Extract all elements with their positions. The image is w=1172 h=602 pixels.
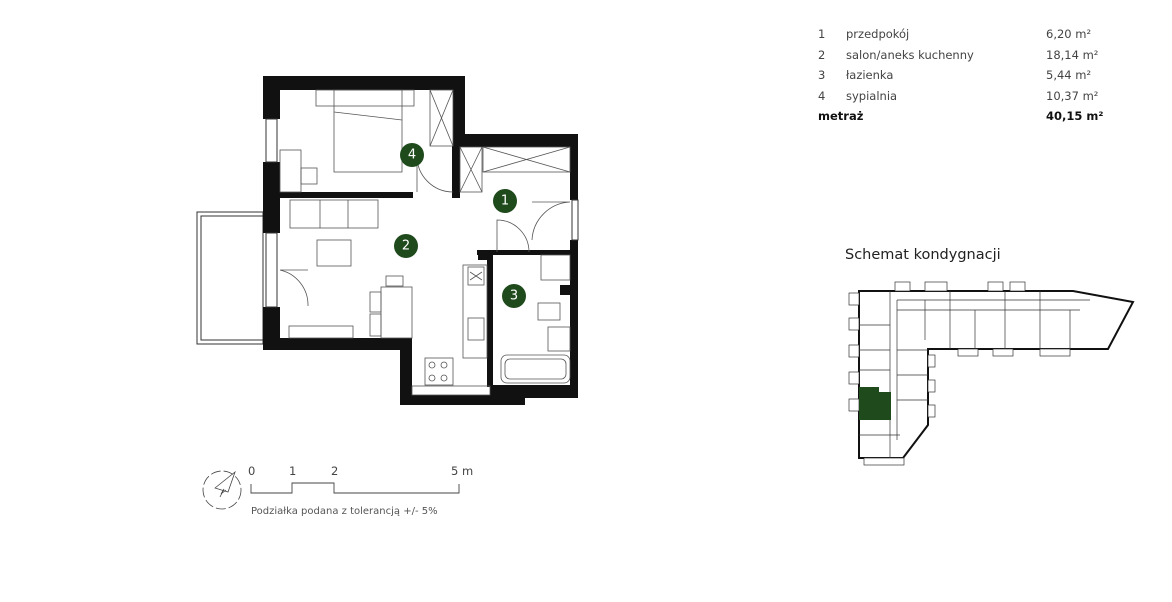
scale-tick-1: 1 (289, 464, 297, 478)
apartment-highlight (859, 387, 891, 420)
svg-text:4: 4 (408, 148, 416, 163)
svg-text:3: 3 (510, 289, 518, 304)
room-marker-2 (394, 234, 418, 258)
scale-tick-2: 2 (331, 464, 339, 478)
furniture (279, 89, 571, 396)
svg-text:1: 1 (501, 194, 509, 209)
balcony (196, 211, 264, 345)
floor-schematic (848, 281, 1135, 466)
scale-caption: Podziałka podana z tolerancją +/- 5% (251, 506, 438, 517)
schematic-title: Schemat kondygnacji (845, 247, 1001, 263)
scale-tick-0: 0 (248, 464, 256, 478)
svg-text:2: 2 (402, 239, 410, 254)
scale-tick-5: 5 m (451, 464, 474, 478)
scale-bar (250, 482, 460, 494)
windows (265, 118, 579, 308)
room-marker-3 (502, 284, 526, 308)
walls (263, 76, 578, 405)
room-markers: 4 1 2 3 (394, 143, 526, 308)
room-marker-1 (493, 189, 517, 213)
room-marker-4 (400, 143, 424, 167)
compass-icon (202, 470, 242, 510)
